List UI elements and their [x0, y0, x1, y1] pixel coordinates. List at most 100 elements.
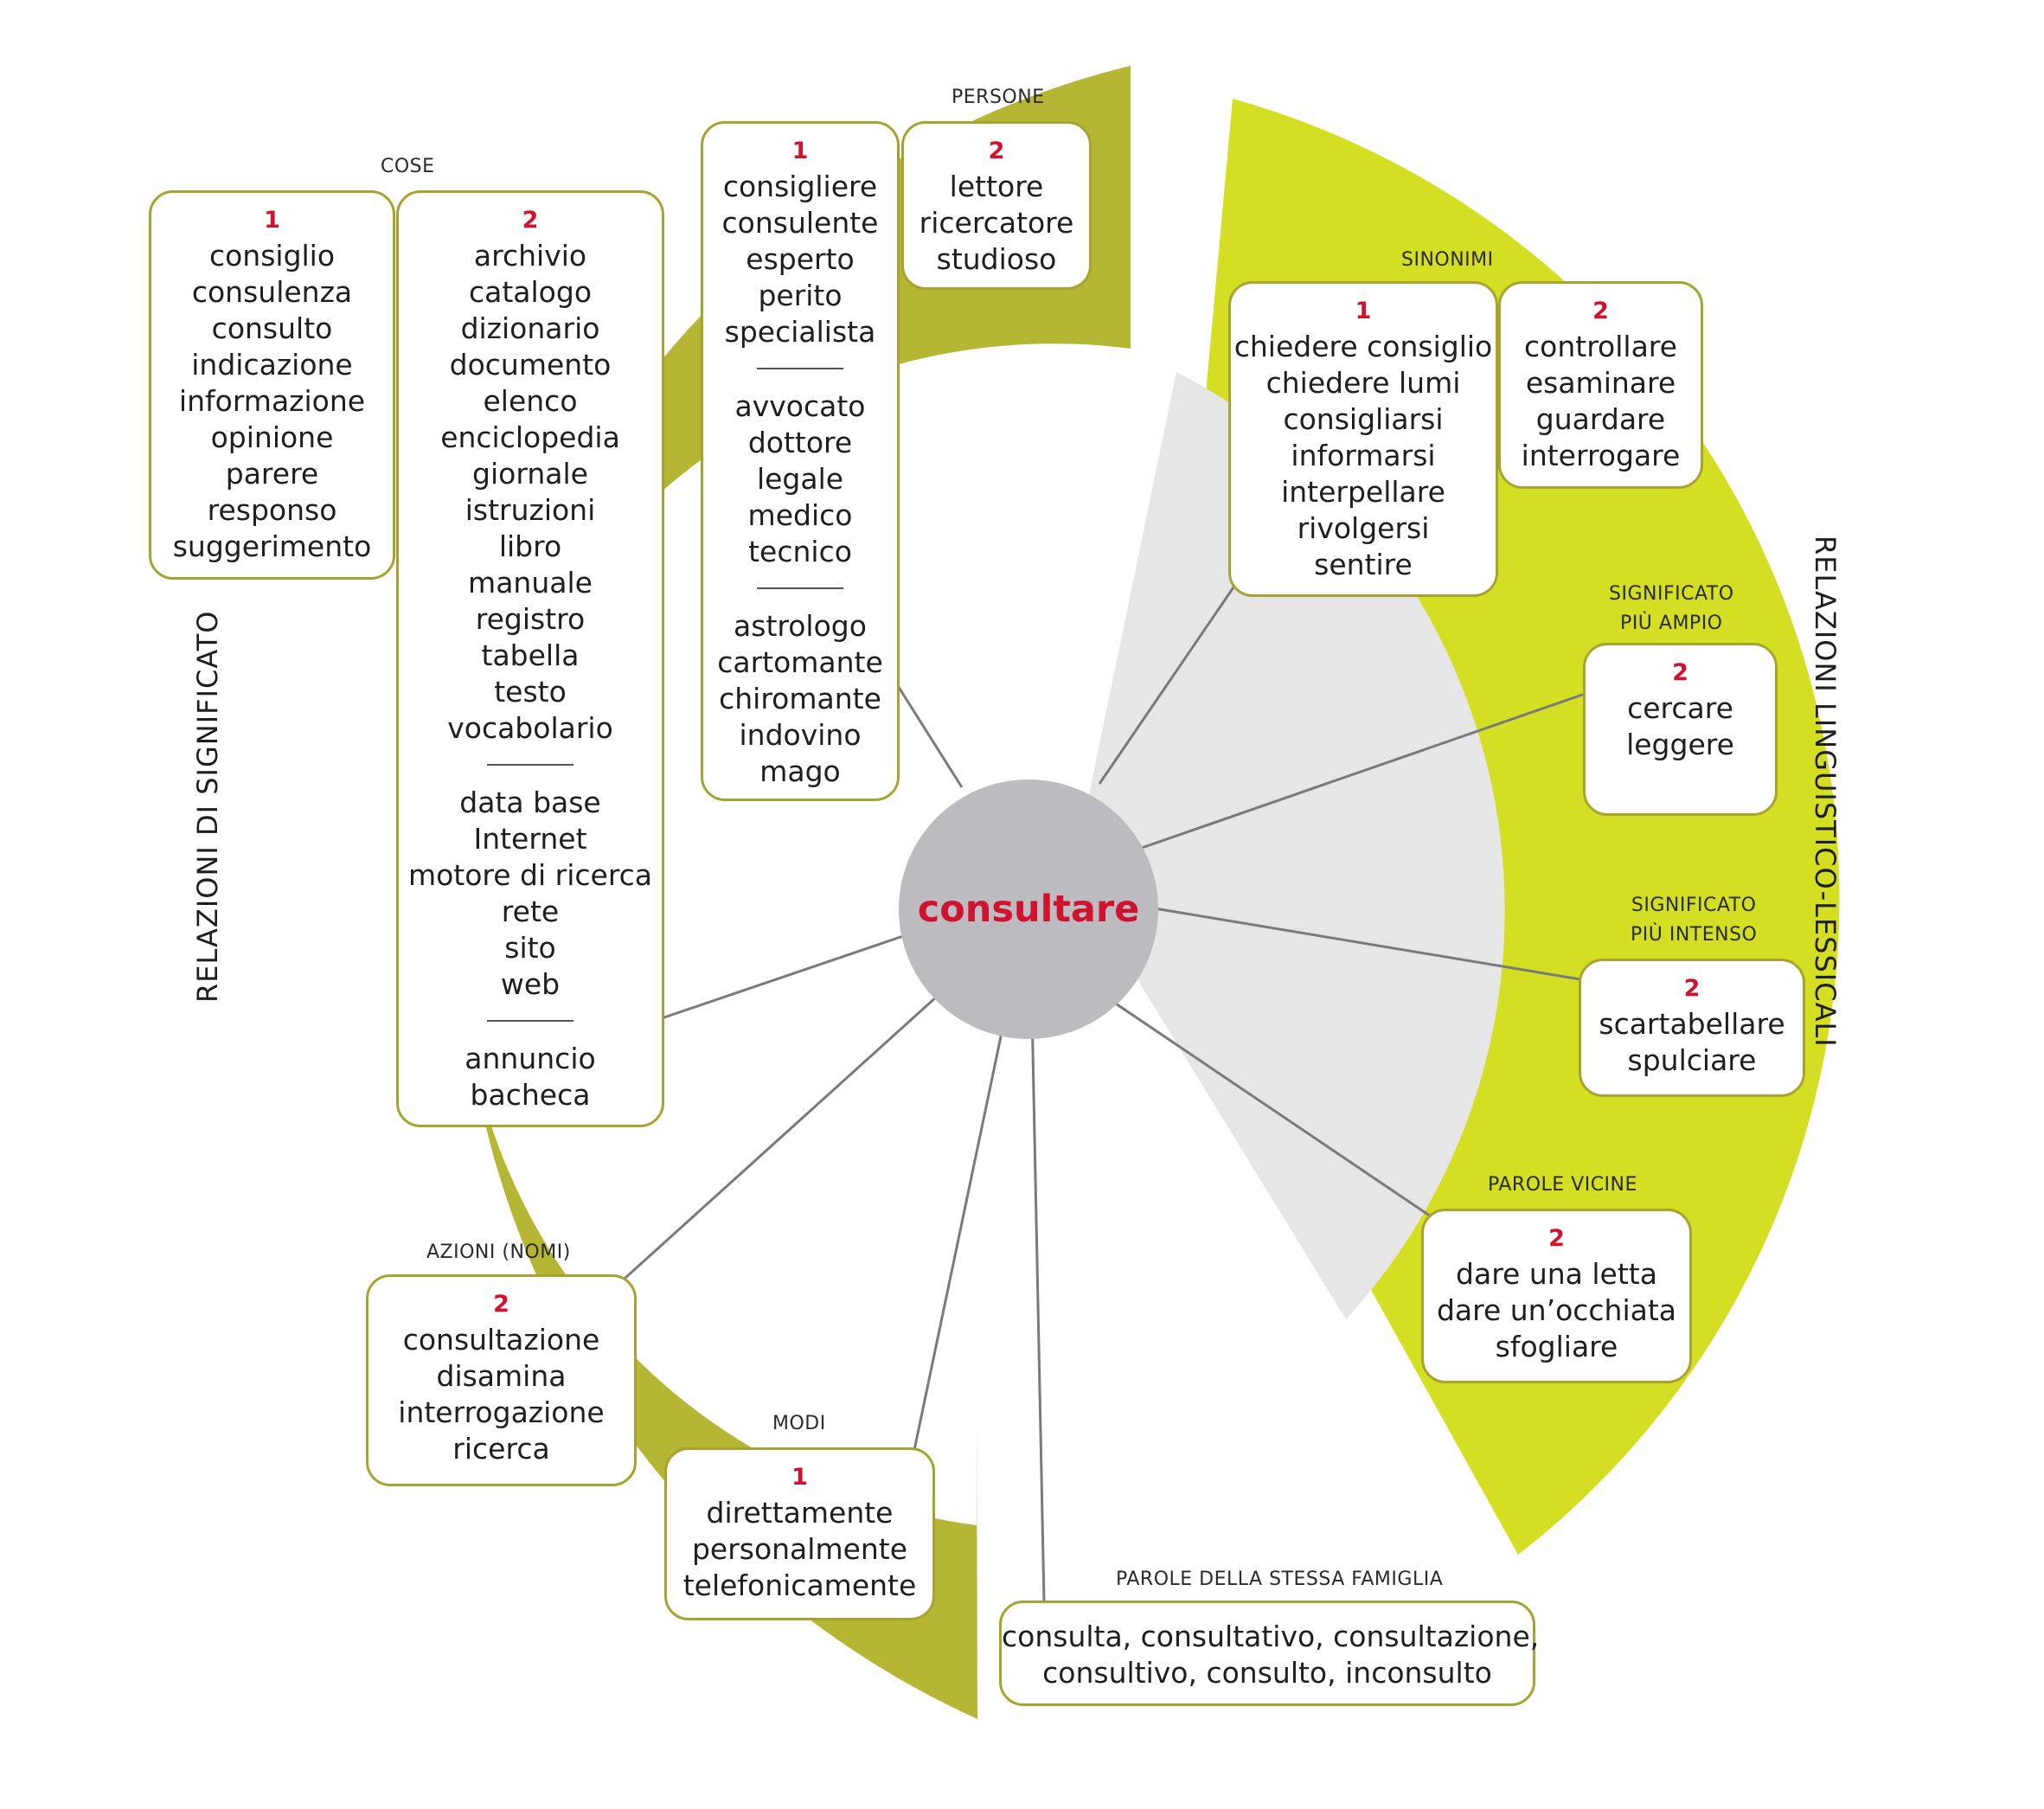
- list-item: chiedere lumi: [1265, 366, 1461, 400]
- ampio-box: 2 cercare leggere: [1583, 643, 1778, 816]
- sinonimi-box-1: 1 chiedere consiglio chiedere lumi consi…: [1228, 281, 1498, 597]
- list-item: interrogazione: [398, 1395, 605, 1429]
- list-item: indovino: [739, 718, 862, 752]
- section-label-famiglia: PAROLE DELLA STESSA FAMIGLIA: [1116, 1568, 1444, 1590]
- list-item: dare una letta: [1456, 1257, 1657, 1291]
- list-item: tecnico: [748, 535, 852, 568]
- center-label: consultare: [917, 888, 1140, 931]
- list-item: catalogo: [468, 275, 593, 309]
- azioni-box: 2 consultazione disamina interrogazione …: [366, 1274, 637, 1486]
- section-label-modi: MODI: [772, 1413, 826, 1434]
- list-item: consigliarsi: [1283, 402, 1444, 436]
- lexical-relations-title: RELAZIONI LINGUISTICO-LESSICALI: [1809, 536, 1842, 1048]
- word-list: avvocato dottore legale medico tecnico: [703, 388, 897, 570]
- section-label-cose: COSE: [381, 156, 435, 177]
- list-item: istruzioni: [465, 493, 596, 527]
- list-item: controllare: [1524, 330, 1677, 363]
- list-item: annuncio: [465, 1042, 596, 1075]
- connector-lines: [615, 581, 1588, 1603]
- intenso-box: 2 scartabellare spulciare: [1579, 959, 1805, 1097]
- section-label-line: PIÙ AMPIO: [1620, 613, 1723, 634]
- list-item: informarsi: [1291, 439, 1436, 472]
- connector-sinonimi: [1098, 581, 1239, 785]
- list-item: enciclopedia: [440, 420, 620, 454]
- list-item: bacheca: [470, 1078, 591, 1112]
- list-item: medico: [747, 498, 853, 532]
- list-item: consultivo, consulto, inconsulto: [1042, 1656, 1492, 1690]
- list-item: giornale: [472, 457, 588, 491]
- section-label-line: PIÙ INTENSO: [1631, 924, 1758, 946]
- list-item: lettore: [949, 170, 1044, 203]
- list-item: suggerimento: [172, 529, 372, 563]
- list-item: registro: [475, 602, 586, 636]
- list-item: consulente: [721, 206, 879, 240]
- section-label-persone: PERSONE: [952, 87, 1045, 108]
- list-item: vocabolario: [447, 711, 613, 745]
- list-item: scartabellare: [1599, 1007, 1785, 1041]
- word-list: astrologo cartomante chiromante indovino…: [703, 608, 897, 790]
- list-item: rete: [501, 895, 560, 928]
- lexical-inner-sector: [1073, 372, 1505, 1319]
- list-item: chiedere consiglio: [1233, 330, 1493, 363]
- cose-box-1: 1 consiglio consulenza consulto indicazi…: [149, 190, 395, 580]
- vicine-box: 2 dare una letta dare un’occhiata sfogli…: [1421, 1209, 1692, 1383]
- list-item: interpellare: [1281, 475, 1445, 509]
- connector-cose: [661, 933, 909, 1020]
- list-item: data base: [459, 786, 601, 819]
- sense-number: 2: [522, 207, 539, 234]
- divider: [487, 1020, 573, 1022]
- word-list: annuncio bacheca: [399, 1041, 662, 1113]
- list-item: consiglio: [208, 239, 336, 273]
- list-item: guardare: [1535, 402, 1666, 436]
- list-item: disamina: [436, 1359, 567, 1393]
- list-item: esaminare: [1525, 366, 1676, 400]
- list-item: legale: [756, 462, 844, 496]
- list-item: chiromante: [719, 682, 881, 715]
- divider: [757, 368, 843, 369]
- list-item: direttamente: [706, 1496, 894, 1530]
- list-item: telefonicamente: [682, 1568, 917, 1602]
- list-item: tabella: [481, 638, 580, 672]
- center-node: consultare: [899, 779, 1158, 1039]
- connector-persone: [894, 681, 964, 788]
- section-label-line: SIGNIFICATO: [1609, 583, 1734, 605]
- word-list: consigliere consulente esperto perito sp…: [703, 169, 897, 350]
- list-item: interrogare: [1521, 439, 1681, 472]
- list-item: spulciare: [1627, 1043, 1757, 1077]
- list-item: documento: [449, 348, 612, 382]
- list-item: rivolgersi: [1297, 511, 1430, 545]
- connector-vicine: [1102, 993, 1437, 1222]
- persone-box-1: 1 consigliere consulente esperto perito …: [701, 121, 900, 801]
- list-item: consultazione: [402, 1323, 600, 1357]
- list-item: consulenza: [191, 275, 353, 309]
- section-label-ampio: SIGNIFICATO PIÙ AMPIO: [1609, 580, 1734, 638]
- list-item: Internet: [473, 822, 587, 856]
- list-item: avvocato: [734, 389, 866, 423]
- sense-number: 2: [1592, 298, 1609, 324]
- list-item: cartomante: [717, 645, 883, 679]
- list-item: sito: [504, 931, 556, 965]
- list-item: dare un’occhiata: [1436, 1293, 1677, 1327]
- list-item: manuale: [468, 566, 593, 600]
- sense-number: 2: [493, 1291, 509, 1318]
- sense-number: 1: [264, 207, 280, 234]
- list-item: ricerca: [452, 1432, 550, 1466]
- list-item: dottore: [747, 426, 853, 459]
- list-item: libro: [498, 529, 562, 563]
- list-item: dizionario: [460, 311, 600, 345]
- list-item: informazione: [178, 384, 366, 418]
- list-item: indicazione: [191, 348, 353, 382]
- sense-number: 2: [1548, 1225, 1565, 1252]
- list-item: cercare: [1627, 691, 1733, 725]
- list-item: elenco: [483, 384, 578, 418]
- list-item: testo: [494, 675, 567, 709]
- sense-number: 1: [791, 138, 809, 164]
- sense-number: 2: [988, 138, 1005, 164]
- list-item: personalmente: [691, 1532, 908, 1566]
- list-item: parere: [225, 457, 319, 491]
- famiglia-box: consulta, consultativo, consultazione, c…: [999, 1601, 1539, 1706]
- list-item: motore di ricerca: [407, 858, 653, 892]
- list-item: esperto: [746, 242, 855, 276]
- list-item: leggere: [1626, 728, 1734, 761]
